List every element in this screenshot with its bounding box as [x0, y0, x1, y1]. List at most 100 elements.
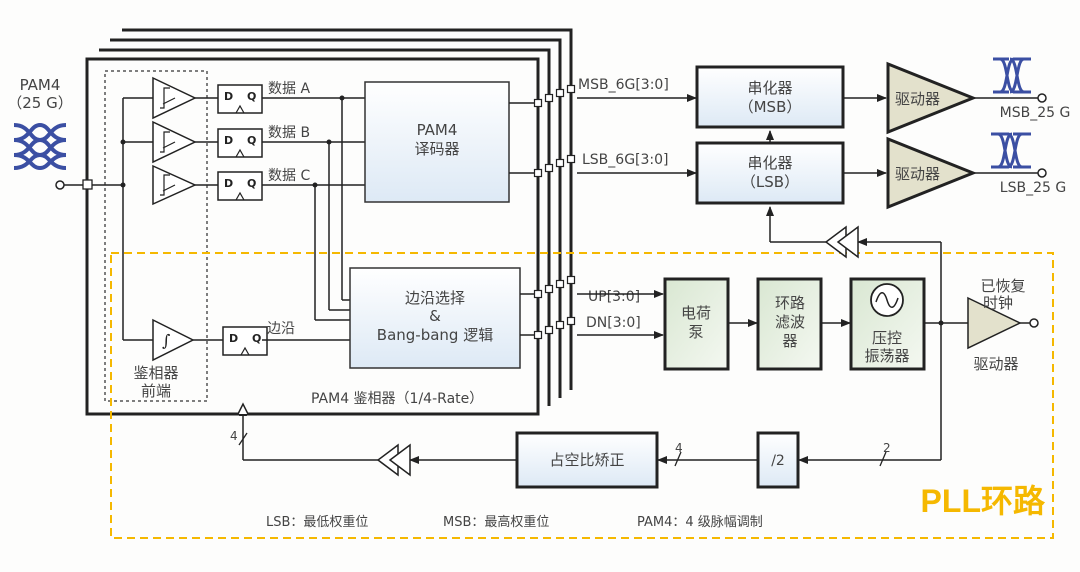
input-port-icon — [55, 180, 65, 190]
front-end-label-1: 鉴相器 — [133, 364, 178, 382]
loop-filter-line1: 环路 — [775, 294, 805, 312]
msb-driver — [886, 61, 978, 135]
serializer-lsb-line1: 串化器 — [747, 154, 792, 172]
divider-block — [756, 431, 800, 489]
bus-connector — [566, 275, 576, 285]
recovered-clock-line1: 已恢复 — [980, 277, 1025, 295]
bus-connector — [544, 284, 554, 294]
bus-width-4-pd: 4 — [230, 429, 238, 443]
vco-line2: 振荡器 — [864, 347, 909, 365]
lsb-bus-label: LSB_6G[3:0] — [582, 152, 669, 168]
front-end-label-2: 前端 — [141, 382, 171, 400]
ff-q-label: Q — [247, 134, 256, 147]
data-b-label: 数据 B — [268, 125, 310, 141]
slicer-c — [152, 164, 218, 206]
lsb-driver — [886, 136, 978, 210]
bus-connector — [555, 320, 565, 330]
bus-connector — [555, 158, 565, 168]
input-label: PAM4 — [20, 76, 61, 94]
lsb-eye-icon — [991, 132, 1031, 169]
bus-connector — [533, 289, 543, 299]
legend-pam4: PAM4：4 级脉幅调制 — [637, 515, 763, 530]
dn-bus-label: DN[3:0] — [586, 315, 641, 331]
msb-bus-label: MSB_6G[3:0] — [578, 77, 669, 93]
data-c-label: 数据 C — [268, 168, 310, 184]
pam4-decoder-block — [364, 81, 510, 203]
edge-label: 边沿 — [267, 321, 295, 337]
ff-q-label: Q — [247, 90, 256, 103]
slicers: ∫ — [123, 76, 223, 362]
legend-msb: MSB：最高权重位 — [443, 514, 549, 530]
edge-select-logic-block — [349, 267, 521, 369]
bus-width-2: 2 — [883, 441, 891, 455]
serializer-lsb-line2: （LSB） — [741, 173, 799, 191]
ff-d-label: D — [224, 134, 233, 147]
ff-q-label: Q — [247, 177, 256, 190]
pll-loop-box — [110, 252, 1054, 539]
charge-pump-block — [663, 277, 730, 371]
loop-filter-line3: 器 — [782, 332, 797, 350]
bus-connector — [555, 279, 565, 289]
decoder-title: PAM4 — [417, 121, 458, 139]
ff-d-label: D — [224, 90, 233, 103]
bus-connector — [555, 88, 565, 98]
clock-output-port-icon — [1029, 318, 1039, 328]
edge-logic-line1: 边沿选择 — [405, 289, 465, 307]
loop-filter-block — [756, 277, 823, 371]
lsb-driver-label: 驱动器 — [895, 165, 940, 183]
phase-detector-stack — [85, 28, 573, 416]
vco-line1: 压控 — [872, 329, 902, 347]
phase-detector-label: PAM4 鉴相器（1/4-Rate） — [311, 391, 483, 407]
recovered-clock-line2: 时钟 — [983, 294, 1013, 312]
lsb-output-label: LSB_25 G — [1000, 180, 1066, 196]
input-eye-icon — [13, 122, 67, 171]
duty-cycle-label: 占空比矫正 — [549, 451, 624, 469]
lsb-output-port-icon — [1037, 168, 1047, 178]
bus-connector — [533, 330, 543, 340]
feedback-buffer — [376, 443, 411, 477]
slicer-b — [123, 120, 218, 164]
edge-logic-line3: Bang-bang 逻辑 — [377, 326, 493, 344]
data-a-label: 数据 A — [268, 81, 310, 97]
bus-connector — [544, 325, 554, 335]
msb-driver-label: 驱动器 — [895, 90, 940, 108]
ff-d-label: D — [229, 332, 238, 345]
bus-connector — [566, 84, 576, 94]
legend-lsb: LSB：最低权重位 — [266, 514, 368, 530]
bus-connector — [566, 316, 576, 326]
up-bus-label: UP[3:0] — [588, 289, 640, 305]
phase-detector-frame — [85, 57, 540, 416]
slicer-a — [123, 76, 218, 120]
loop-filter-line2: 滤波 — [775, 313, 805, 331]
bus-connector — [544, 93, 554, 103]
bus-connectors — [509, 84, 576, 340]
bus-width-4-divider: 4 — [675, 441, 683, 455]
divider-label: /2 — [771, 453, 785, 469]
msb-output-label: MSB_25 G — [1000, 105, 1071, 121]
svg-text:∫: ∫ — [162, 331, 170, 350]
serializer-msb-line2: （MSB） — [739, 98, 802, 116]
charge-pump-line1: 电荷 — [681, 304, 711, 322]
serializer-msb-block — [695, 65, 845, 129]
bus-connector — [533, 168, 543, 178]
input-rate-label: （25 G） — [7, 94, 72, 112]
bus-connector — [533, 98, 543, 108]
front-end-box — [104, 70, 208, 402]
msb-output-port-icon — [1037, 93, 1047, 103]
bus-connector — [544, 163, 554, 173]
clock-buffer-to-serializer — [770, 225, 941, 259]
bus-connector — [566, 154, 576, 164]
clock-driver-label: 驱动器 — [973, 355, 1018, 373]
ff-d-label: D — [224, 177, 233, 190]
serializer-msb-line1: 串化器 — [747, 79, 792, 97]
msb-eye-icon — [993, 57, 1031, 94]
clock-driver — [967, 296, 1022, 350]
pll-loop-title: PLL环路 — [921, 483, 1046, 519]
charge-pump-line2: 泵 — [688, 323, 703, 341]
